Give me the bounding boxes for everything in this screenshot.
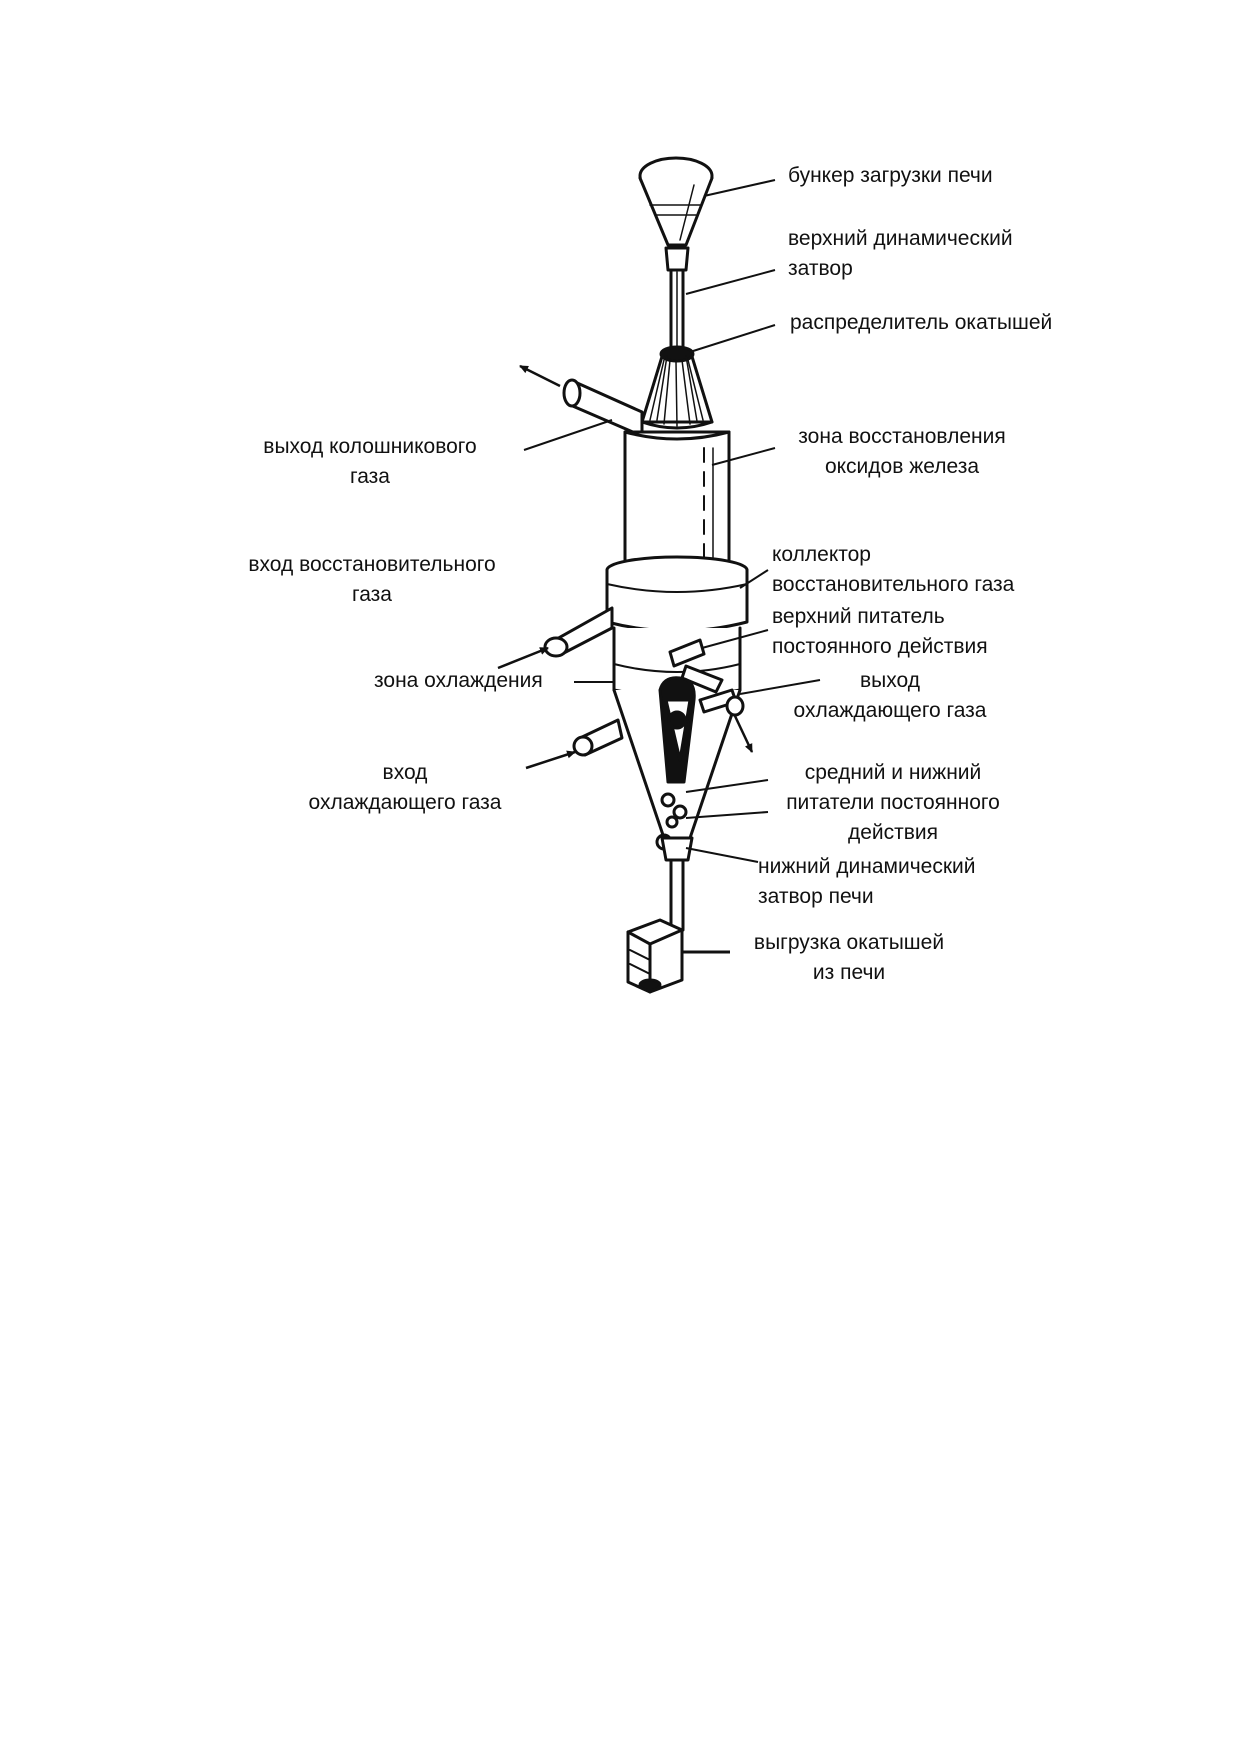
reducing-gas-inlet-pipe [543,606,614,658]
leader-upper-feeder [701,629,769,649]
label-cooling-gas-inlet: вход охлаждающего газа [308,761,502,814]
label-lower-gate: нижний динамический затвор печи [758,855,976,908]
leader-lower-feeder [685,811,769,819]
leader-mid-feeder [685,779,769,793]
leader-upper-gate [685,269,776,295]
label-upper-gate: верхний динамический затвор [788,227,1013,280]
distributor [640,345,714,430]
lower-gate [660,836,694,932]
leader-hopper [703,179,776,197]
label-mid-lower-feeders: средний и нижний питатели постоянного де… [786,761,1000,844]
cooling-gas-inlet-pipe [572,718,624,757]
leader-lower-gate [685,847,759,863]
reducing-gas-collector [605,555,749,633]
upper-gate [664,246,690,350]
label-cooling-gas-outlet: выход охлаждающего газа [793,669,987,722]
cooling-zone-interior [658,676,696,784]
label-reducing-gas-inlet: вход восстановительного газа [248,553,496,606]
leader-collector [739,569,769,589]
upper-feeder [668,638,745,717]
label-collector: коллектор восстановительного газа [772,543,1015,596]
label-top-gas-outlet: выход колошникового газа [263,435,477,488]
leader-top-gas-outlet [523,419,613,451]
leader-cooling-gas-outlet [739,679,821,695]
label-hopper: бункер загрузки печи [788,164,993,187]
reduction-shaft [623,430,731,569]
label-discharge: выгрузка окатышей из печи [753,931,945,984]
label-upper-feeder: верхний питатель постоянного действия [772,605,988,658]
cooling-gas-inlet-arrow [525,750,576,770]
label-cooling-zone: зона охлаждения [374,669,543,692]
leader-reduction-zone [711,447,776,466]
leader-distributor [689,324,776,353]
top-gas-outlet-pipe [562,378,644,438]
cooling-gas-outlet-arrow [733,715,754,753]
top-gas-outlet-arrow [519,364,561,388]
hopper [638,156,714,247]
label-distributor: распределитель окатышей [790,311,1053,334]
label-reduction-zone: зона восстановления оксидов железа [798,425,1006,478]
discharge-unit [626,918,684,994]
reducing-gas-inlet-arrow [497,646,549,670]
